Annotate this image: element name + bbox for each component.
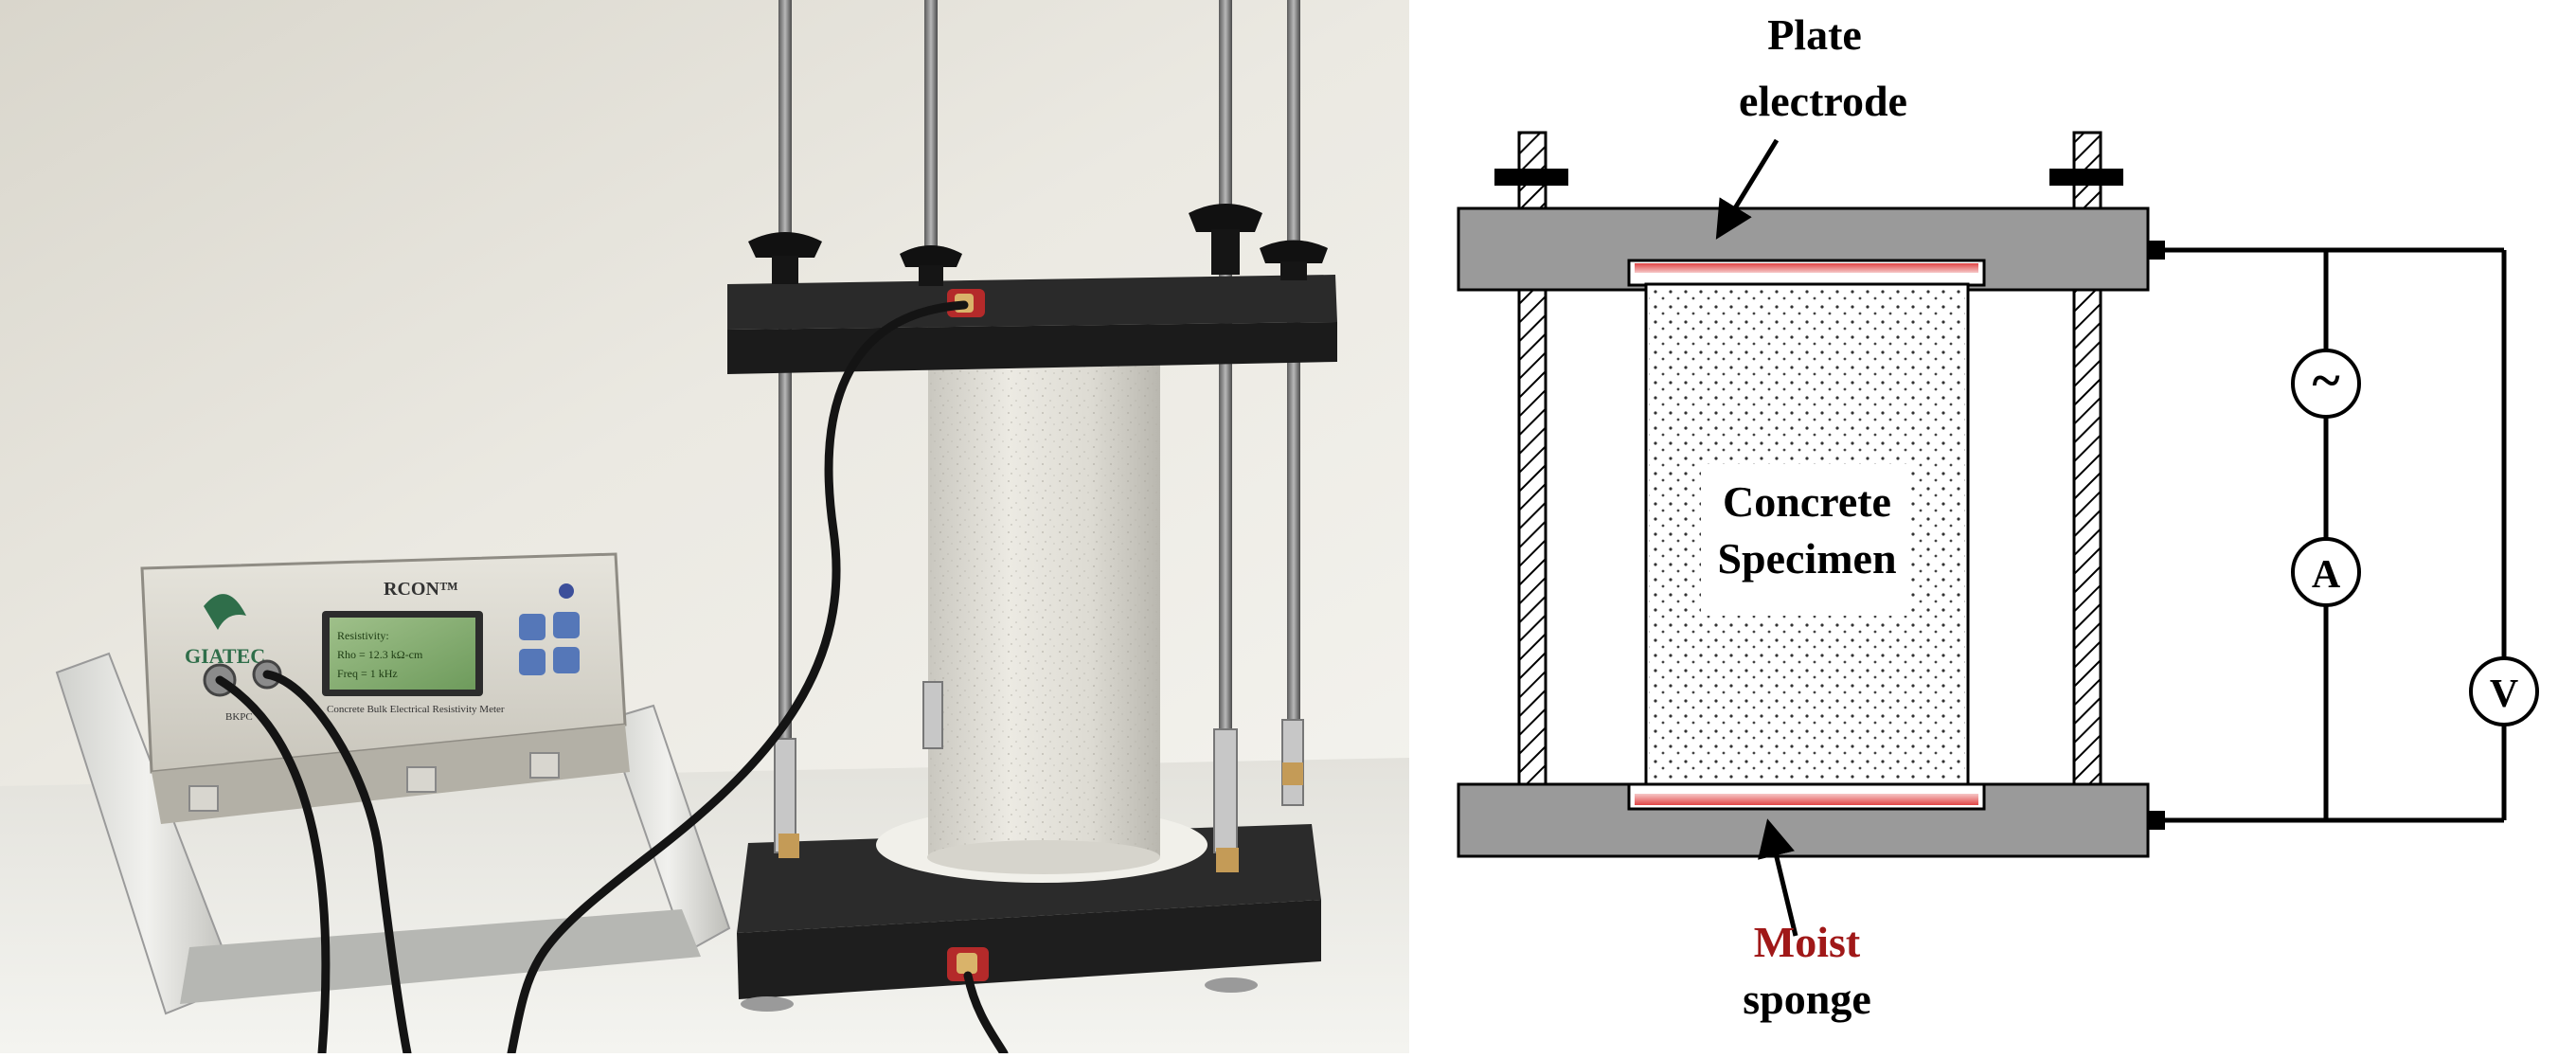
photo-panel: GIATEC RCON™ Concrete Bulk Electrical Re… — [0, 0, 1409, 1058]
bottom-moist-sponge — [1635, 794, 1978, 805]
top-moist-sponge — [1635, 263, 1978, 273]
test-cables — [215, 300, 1009, 1058]
ammeter-symbol: A — [2291, 537, 2361, 607]
ac-source-glyph: ~ — [2312, 351, 2339, 410]
ammeter-glyph: A — [2312, 553, 2341, 597]
photo-svg: GIATEC RCON™ Concrete Bulk Electrical Re… — [0, 0, 1409, 1058]
device-brand: GIATEC — [185, 644, 265, 668]
lcd-line-3: Freq = 1 kHz — [337, 667, 398, 680]
ac-source-symbol: ~ — [2291, 349, 2361, 419]
device-badge: BKPC — [225, 711, 253, 723]
device-keypad — [519, 583, 580, 675]
bottom-connector — [947, 947, 989, 981]
voltmeter-glyph: V — [2490, 672, 2518, 716]
specimen-label-line-2: Specimen — [1717, 534, 1896, 583]
device-model: RCON™ — [384, 579, 458, 600]
bottom-terminal — [2148, 811, 2165, 830]
top-plate — [727, 275, 1337, 374]
specimen-label-bg — [1701, 464, 1911, 616]
top-terminal — [2148, 241, 2165, 260]
lcd-line-2: Rho = 12.3 kΩ-cm — [337, 648, 423, 661]
device-lcd — [330, 618, 475, 690]
sponge-arrow — [1758, 818, 1798, 937]
plate-arrow — [1715, 138, 1780, 240]
plate-label-line-1: Plate — [1767, 10, 1862, 59]
schematic-panel: ~ A V Plate electrode Concrete Specimen … — [1409, 0, 2576, 1053]
device-subtitle: Concrete Bulk Electrical Resistivity Met… — [327, 704, 505, 715]
plate-label-line-2: electrode — [1739, 77, 1907, 125]
sponge-label-line-1: Moist — [1754, 918, 1861, 966]
circuit-wires — [2163, 247, 2507, 823]
wing-nuts — [748, 204, 1328, 286]
lcd-line-1: Resistivity: — [337, 629, 389, 642]
threaded-rods — [778, 0, 1300, 871]
sponge-label-line-2: sponge — [1743, 975, 1870, 1023]
voltmeter-symbol: V — [2469, 656, 2539, 726]
specimen-label-line-1: Concrete — [1723, 477, 1891, 526]
schematic-svg: ~ A V Plate electrode Concrete Specimen … — [1457, 10, 2539, 1023]
concrete-cylinder-photo — [927, 327, 1160, 874]
schematic-nuts — [1494, 169, 2123, 186]
standoff-posts — [774, 681, 1304, 872]
